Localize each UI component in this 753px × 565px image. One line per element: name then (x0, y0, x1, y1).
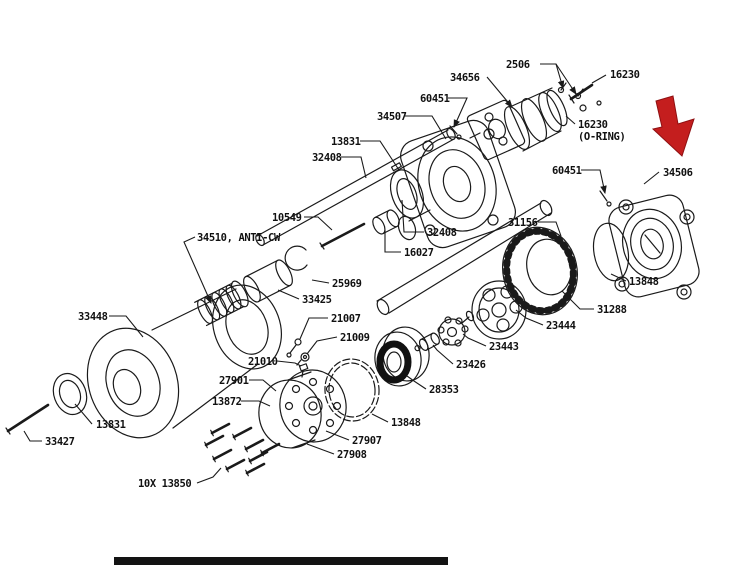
leader-line (277, 289, 300, 300)
leader-line (384, 230, 401, 253)
part-label-13848: 13848 (629, 276, 659, 288)
leader-line (371, 413, 389, 423)
seal-ring-13831 (52, 372, 88, 416)
planet-carrier-23444 (471, 280, 527, 340)
part-label-27908: 27908 (337, 449, 367, 461)
leader-line (565, 115, 576, 125)
hydraulic-motor-34656 (466, 87, 568, 161)
part-label--o-ring-: (O-RING) (578, 131, 625, 143)
highlight-arrow-icon (651, 95, 695, 157)
part-label-10549: 10549 (272, 212, 302, 224)
screw-16230 (568, 83, 602, 112)
leader-line (462, 333, 487, 347)
leader-line (404, 115, 447, 140)
part-label-13831: 13831 (331, 136, 361, 148)
roller-16027 (372, 209, 400, 235)
leader-line (401, 199, 424, 233)
part-label-34506: 34506 (663, 167, 693, 179)
part-label-33427: 33427 (45, 436, 75, 448)
part-label-32408: 32408 (312, 152, 342, 164)
leader-line (538, 221, 562, 237)
part-label-27901: 27901 (219, 375, 249, 387)
leader-line (311, 279, 330, 284)
leader-line (249, 379, 277, 392)
leader-line (241, 400, 271, 407)
leader-line (276, 360, 302, 367)
leader-line (183, 236, 212, 305)
part-label-60451: 60451 (420, 93, 450, 105)
part-label-2506: 2506 (506, 59, 530, 71)
part-label-25969: 25969 (332, 278, 362, 290)
leader-line (325, 430, 350, 441)
screw-60451-left (449, 125, 462, 140)
snap-ring-25969 (284, 245, 308, 271)
part-label-13831: 13831 (96, 419, 126, 431)
fittings-21007-21009-21010 (286, 338, 310, 378)
bottom-border-bar (114, 557, 448, 565)
leader-line (540, 63, 565, 90)
part-label-34507: 34507 (377, 111, 407, 123)
leader-line (643, 171, 660, 185)
part-label-28353: 28353 (429, 384, 459, 396)
leader-line (591, 74, 607, 84)
leader-line (486, 76, 513, 108)
part-label-31288: 31288 (597, 304, 627, 316)
leader-line (555, 63, 577, 95)
leader-line (360, 140, 400, 171)
gasket-13848-right (592, 222, 630, 282)
o-ring-13848-bottom (324, 358, 380, 422)
part-label-27907: 27907 (352, 435, 382, 447)
part-label-23443: 23443 (489, 341, 519, 353)
ring-gear-31156 (502, 226, 578, 316)
leader-line (581, 169, 607, 195)
part-label-21007: 21007 (331, 313, 361, 325)
pin-10549 (319, 222, 366, 250)
part-label-33425: 33425 (302, 294, 332, 306)
part-label-13848: 13848 (391, 417, 421, 429)
leader-line (306, 336, 338, 355)
sleeve-33425 (243, 259, 293, 303)
leader-line (196, 467, 222, 484)
leader-line (306, 443, 335, 455)
leader-line (74, 403, 93, 425)
leader-line (561, 290, 594, 310)
leader-line (304, 216, 333, 231)
main-housing-34507 (397, 119, 516, 249)
leader-line (432, 344, 454, 365)
leader-line (515, 309, 544, 326)
part-label-60451: 60451 (552, 165, 582, 177)
leader-line (610, 273, 627, 282)
part-label-31156: 31156 (508, 217, 538, 229)
part-label-16230: 16230 (578, 119, 608, 131)
part-label-32408: 32408 (427, 227, 457, 239)
part-label-23444: 23444 (546, 320, 576, 332)
gear-23443 (437, 310, 475, 347)
leader-line (109, 315, 144, 338)
part-label-34656: 34656 (450, 72, 480, 84)
leader-line (406, 375, 427, 390)
leader-line (341, 156, 367, 179)
part-label-34510-anti-cw: 34510, ANTI-CW (197, 232, 281, 244)
part-label-33448: 33448 (78, 311, 108, 323)
leader-lines (23, 63, 660, 484)
screw-set-13850 (204, 422, 281, 477)
part-label-21009: 21009 (340, 332, 370, 344)
leader-line (23, 430, 42, 442)
leader-line (299, 317, 328, 340)
pin-33427 (5, 403, 50, 435)
part-label-21010: 21010 (248, 356, 278, 368)
drum-adapter-28353 (374, 326, 430, 387)
part-label-16230: 16230 (610, 69, 640, 81)
screw-60451-right (599, 190, 612, 207)
brake-housing-27901 (258, 369, 347, 449)
adapter-flange-34506 (608, 194, 700, 300)
part-label-23426: 23426 (456, 359, 486, 371)
part-label-13872: 13872 (212, 396, 242, 408)
part-label-10x-13850: 10X 13850 (138, 478, 191, 490)
leader-line (448, 97, 468, 129)
part-label-16027: 16027 (404, 247, 434, 259)
